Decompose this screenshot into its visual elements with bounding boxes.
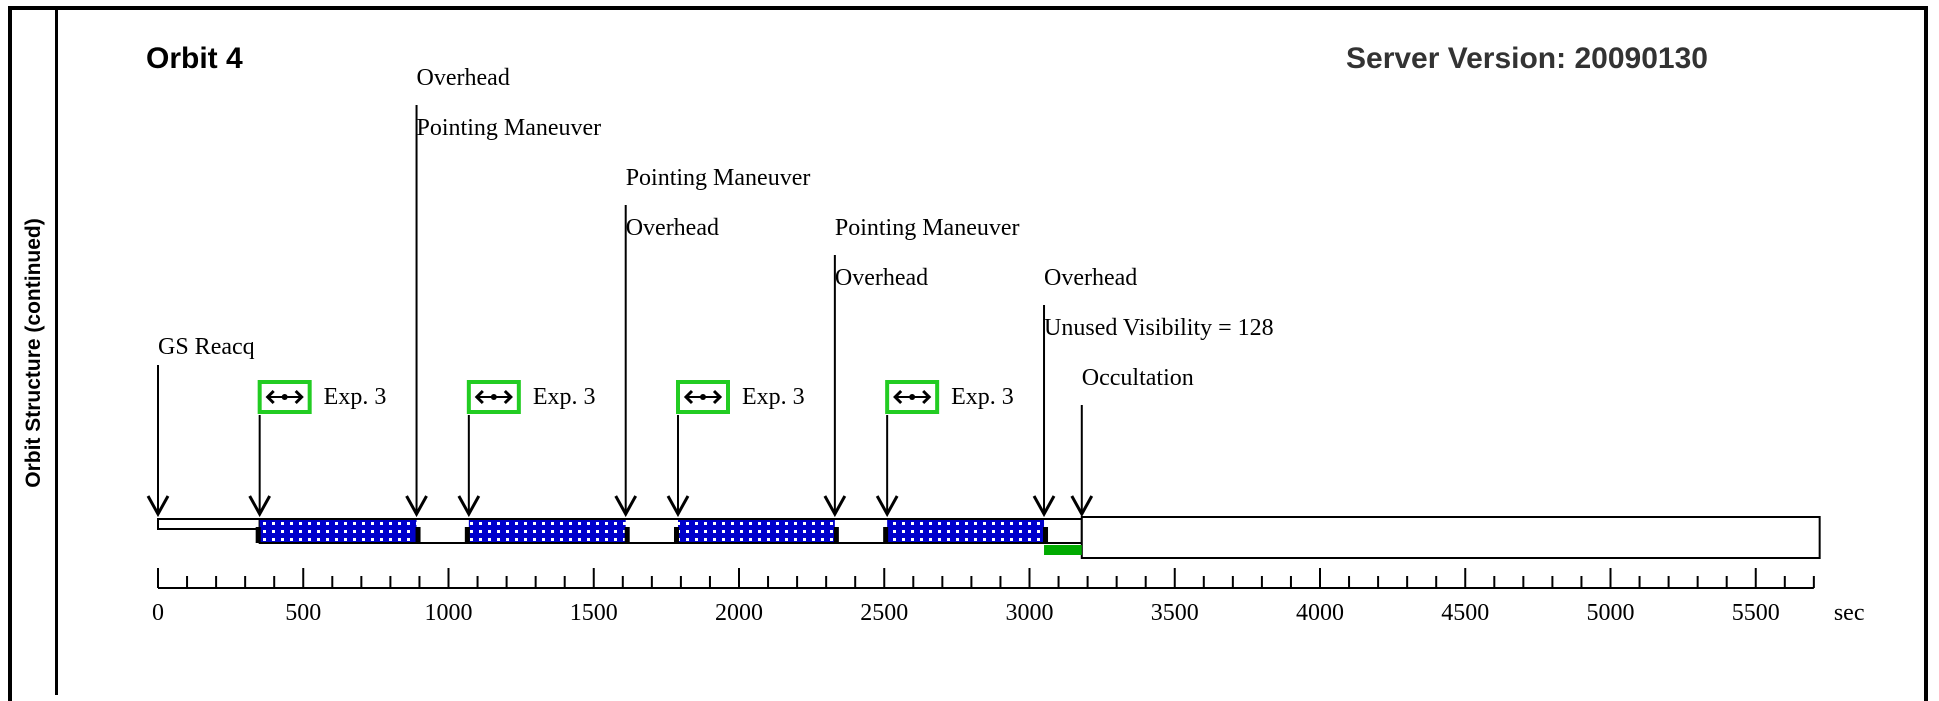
- event-label: GS Reacq: [158, 334, 255, 360]
- overhead-marker: [673, 527, 679, 543]
- overhead-marker: [255, 527, 261, 543]
- event-label: Overhead: [626, 215, 719, 241]
- event-arrow: [823, 255, 847, 518]
- event-label: Overhead: [835, 265, 928, 291]
- exposure-segment: [259, 520, 417, 542]
- overhead-marker: [624, 527, 630, 543]
- server-version: Server Version: 20090130: [1346, 42, 1708, 75]
- exposure-label: Exp. 3: [951, 384, 1014, 410]
- overhead-marker: [1043, 527, 1049, 543]
- event-arrow: [248, 415, 271, 518]
- axis-tick-label: 4000: [1296, 600, 1344, 626]
- event-arrow: [666, 415, 690, 518]
- exposure-label: Exp. 3: [742, 384, 805, 410]
- exposure-label: Exp. 3: [533, 384, 596, 410]
- outer-frame: [8, 6, 1928, 701]
- event-label: Overhead: [1044, 265, 1137, 291]
- axis-tick-label: 3500: [1151, 600, 1199, 626]
- exposure-icon: [675, 380, 730, 414]
- exposure-icon: [466, 380, 521, 414]
- unused-visibility-bar: [1044, 545, 1082, 555]
- event-label: Pointing Maneuver: [626, 165, 811, 191]
- event-label: Pointing Maneuver: [417, 115, 602, 141]
- axis-tick-label: 1500: [570, 600, 618, 626]
- acquisition-segment: [157, 518, 261, 530]
- event-arrow: [1032, 305, 1056, 518]
- event-arrow: [146, 365, 170, 518]
- event-label: Unused Visibility = 128: [1044, 315, 1274, 341]
- orbit-title: Orbit 4: [146, 42, 243, 75]
- exposure-label: Exp. 3: [324, 384, 387, 410]
- overhead-marker: [883, 527, 889, 543]
- exposure-segment: [887, 520, 1045, 542]
- exposure-icon: [885, 380, 940, 414]
- overhead-marker: [833, 527, 839, 543]
- event-arrow: [614, 205, 638, 518]
- event-label: Occultation: [1082, 365, 1194, 391]
- axis-tick-label: 3000: [1006, 600, 1054, 626]
- event-arrow: [1070, 405, 1094, 518]
- occultation-bar: [1080, 516, 1821, 559]
- event-arrow: [405, 105, 428, 518]
- event-label: Pointing Maneuver: [835, 215, 1020, 241]
- axis-tick-label: 2500: [860, 600, 908, 626]
- event-label: Overhead: [417, 65, 510, 91]
- event-arrow: [457, 415, 481, 518]
- axis-tick-label: 0: [152, 600, 164, 626]
- axis-tick-label: 1000: [425, 600, 473, 626]
- overhead-marker: [415, 527, 421, 543]
- axis-tick-label: 5000: [1587, 600, 1635, 626]
- overhead-marker: [464, 527, 470, 543]
- exposure-icon: [257, 380, 312, 414]
- event-arrow: [875, 415, 899, 518]
- axis-tick-label: 500: [285, 600, 321, 626]
- axis-tick-label: 5500: [1732, 600, 1780, 626]
- exposure-segment: [677, 520, 835, 542]
- exposure-segment: [468, 520, 626, 542]
- axis-tick-label: 2000: [715, 600, 763, 626]
- side-panel: Orbit Structure (continued): [12, 10, 58, 695]
- axis-unit-label: sec: [1834, 600, 1865, 626]
- axis-tick-label: 4500: [1441, 600, 1489, 626]
